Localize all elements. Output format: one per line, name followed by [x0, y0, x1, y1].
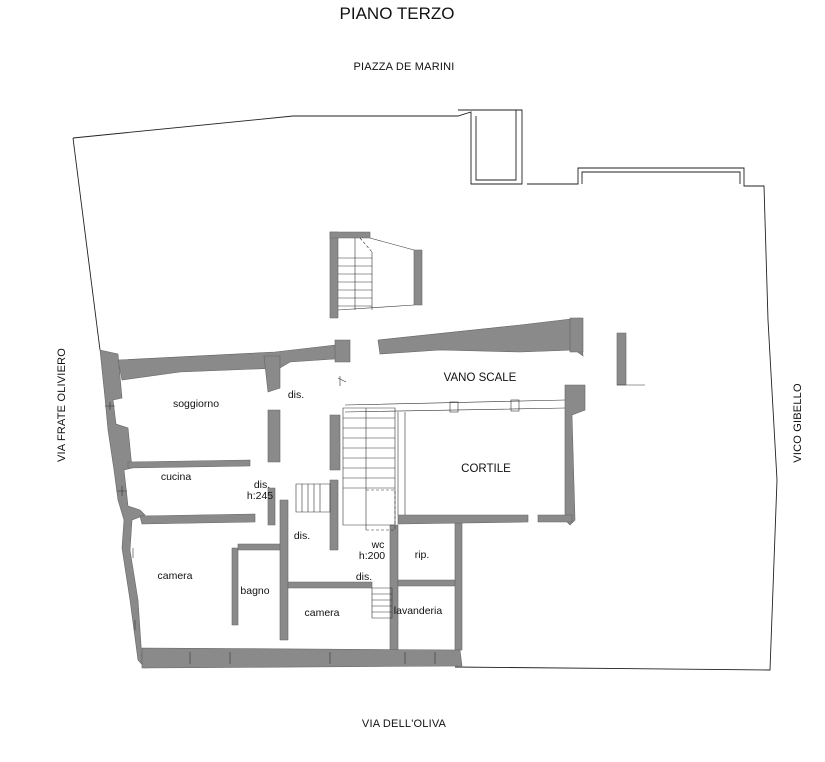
gallery-lines: [344, 399, 566, 515]
label-wc: wc: [371, 539, 385, 551]
main-stair: [295, 407, 396, 619]
label-cortile: CORTILE: [461, 463, 511, 475]
street-label-west: VIA FRATE OLIVIERO: [56, 348, 68, 462]
street-label-east: VICO GIBELLO: [792, 383, 804, 463]
label-dis-top: dis.: [288, 389, 304, 401]
street-label-north: PIAZZA DE MARINI: [354, 61, 455, 73]
label-rip: rip.: [415, 549, 430, 561]
label-dis-mid: dis.: [294, 530, 310, 542]
street-label-south: VIA DELL'OLIVA: [362, 718, 447, 730]
label-dis-small: dis.: [254, 479, 270, 491]
label-cucina: cucina: [161, 471, 192, 483]
label-soggiorno: soggiorno: [173, 398, 219, 410]
plan-title: PIANO TERZO: [340, 4, 455, 23]
building-walls: [99, 317, 645, 669]
label-camera-left: camera: [157, 570, 192, 582]
room-labels: VANO SCALE CORTILE soggiorno dis. cucina…: [157, 372, 516, 619]
label-h245: h:245: [247, 490, 273, 502]
label-lavanderia: lavanderia: [394, 605, 443, 617]
site-outline: [72, 109, 778, 671]
label-bagno: bagno: [240, 585, 269, 597]
label-camera-mid: camera: [304, 607, 339, 619]
window-marks: [105, 376, 436, 664]
label-dis-low: dis.: [356, 571, 372, 583]
label-vano-scale: VANO SCALE: [444, 372, 517, 384]
label-h200: h:200: [359, 550, 385, 562]
upper-stair-block: [329, 231, 423, 319]
